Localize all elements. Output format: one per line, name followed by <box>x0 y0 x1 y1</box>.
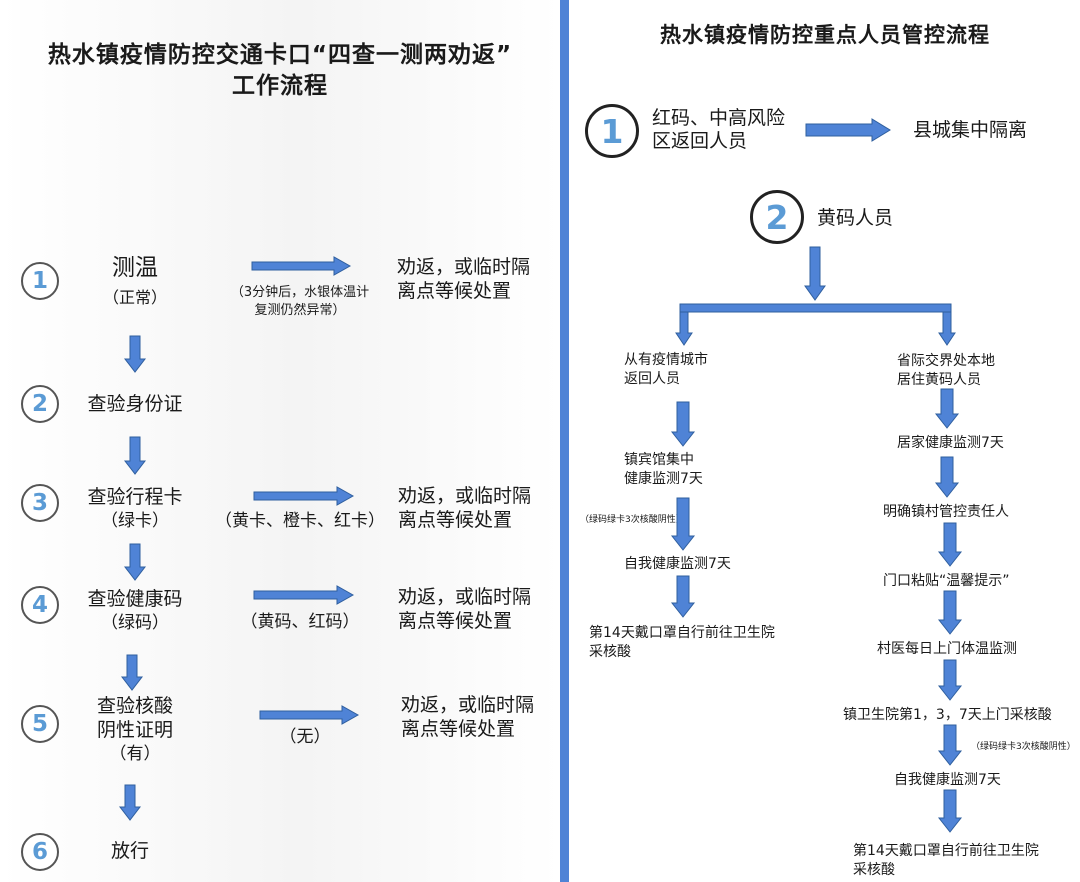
branch-bar <box>679 303 952 313</box>
branch-left-step3: 第14天戴口罩自行前往卫生院 采核酸 <box>589 624 775 662</box>
item-1-result: 县城集中隔离 <box>913 119 1028 141</box>
item-1-number: 1 <box>585 104 639 158</box>
branch-right-head: 省际交界处本地 居住黄码人员 <box>897 352 995 390</box>
branch-right-step7-line2: 采核酸 <box>853 862 895 878</box>
step-5-label: 查验核酸 <box>96 695 173 717</box>
right-title: 热水镇疫情防控重点人员管控流程 <box>660 23 990 47</box>
step-5-result-line1: 劝返，或临时隔 <box>401 694 535 716</box>
step-4-cond: （黄码、红码） <box>240 612 360 632</box>
down-arrow-left-3 <box>670 575 696 618</box>
center-divider <box>560 0 569 882</box>
branch-left-step1-line2: 健康监测7天 <box>624 471 703 487</box>
step-4-result: 劝返，或临时隔 离点等候处置 <box>398 585 531 633</box>
item-1-label: 红码、中高风险 区返回人员 <box>652 107 785 153</box>
item-2-label: 黄码人员 <box>817 207 894 229</box>
step-4-sub: （绿码） <box>101 613 169 633</box>
step-5-sub: （有） <box>109 744 161 764</box>
right-arrow-item1 <box>805 118 891 142</box>
down-arrow-right-1 <box>934 388 960 429</box>
step-3-cond: （黄卡、橙卡、红卡） <box>215 511 385 531</box>
branch-left-head: 从有疫情城市 返回人员 <box>624 351 708 389</box>
step-1-cond: （3分钟后，水银体温计 复测仍然异常） <box>210 284 390 320</box>
branch-left-head-line2: 返回人员 <box>624 371 680 387</box>
step-3-result: 劝返，或临时隔 离点等候处置 <box>398 484 531 532</box>
step-5-label2: 阴性证明 <box>96 719 173 741</box>
down-arrow-step3 <box>123 543 147 581</box>
branch-right-step5: 镇卫生院第1，3，7天上门采核酸 <box>843 707 1052 723</box>
down-arrow-right-4 <box>937 590 963 635</box>
step-6-label: 放行 <box>110 840 149 862</box>
branch-right-step4: 村医每日上门体温监测 <box>877 641 1017 657</box>
step-1-sub: （正常） <box>102 288 167 307</box>
step-3-result-line2: 离点等候处置 <box>398 509 513 531</box>
step-1-result-line1: 劝返，或临时隔 <box>397 256 531 278</box>
down-arrow-branch-left <box>675 311 693 346</box>
step-1-result: 劝返，或临时隔 离点等候处置 <box>397 255 530 303</box>
down-arrow-item2 <box>804 246 826 301</box>
down-arrow-right-3 <box>937 522 963 567</box>
branch-right-step1: 居家健康监测7天 <box>897 435 1004 451</box>
step-1-label: 测温 <box>112 255 158 281</box>
branch-left-step3-line2: 采核酸 <box>589 644 631 660</box>
step-5-number: 5 <box>21 705 59 743</box>
down-arrow-step4 <box>120 654 144 691</box>
right-arrow-step4 <box>253 585 355 605</box>
down-arrow-right-2 <box>934 456 960 498</box>
branch-right-step6: 自我健康监测7天 <box>894 772 1001 788</box>
item-1-label-line1: 红码、中高风险 <box>652 107 786 129</box>
step-4-number: 4 <box>21 586 59 624</box>
branch-right-step2: 明确镇村管控责任人 <box>883 504 1009 520</box>
down-arrow-right-7 <box>937 789 963 833</box>
step-4-result-line1: 劝返，或临时隔 <box>398 586 532 608</box>
down-arrow-right-6 <box>937 724 963 766</box>
right-arrow-step1 <box>251 256 352 276</box>
step-4-result-line2: 离点等候处置 <box>398 610 513 632</box>
down-arrow-step1 <box>123 335 147 373</box>
step-5-cond: （无） <box>279 727 331 747</box>
branch-left-note: （绿码绿卡3次核酸阴性） <box>580 515 685 525</box>
step-5-result: 劝返，或临时隔 离点等候处置 <box>401 693 534 741</box>
branch-right-head-line1: 省际交界处本地 <box>897 353 995 369</box>
step-1-cond-line1: （3分钟后，水银体温计 <box>230 285 370 300</box>
down-arrow-branch-right <box>938 311 956 346</box>
left-title-line1: 热水镇疫情防控交通卡口“四查一测两劝返” <box>47 42 513 68</box>
step-1-result-line2: 离点等候处置 <box>397 280 512 302</box>
down-arrow-step5 <box>118 784 142 821</box>
right-arrow-step3 <box>253 486 355 506</box>
step-1-number: 1 <box>21 262 59 300</box>
branch-left-step2: 自我健康监测7天 <box>624 556 731 572</box>
step-3-sub: （绿卡） <box>101 511 169 531</box>
down-arrow-right-5 <box>937 659 963 701</box>
branch-left-step1-line1: 镇宾馆集中 <box>624 452 694 468</box>
step-3-number: 3 <box>21 484 59 522</box>
step-1-cond-line2: 复测仍然异常） <box>254 303 346 318</box>
down-arrow-left-1 <box>670 401 696 447</box>
step-3-label: 查验行程卡 <box>87 486 183 508</box>
step-2-label: 查验身份证 <box>87 393 183 415</box>
step-6-number: 6 <box>21 833 59 871</box>
branch-left-head-line1: 从有疫情城市 <box>624 352 708 368</box>
left-title-line2: 工作流程 <box>232 73 328 99</box>
left-title: 热水镇疫情防控交通卡口“四查一测两劝返” 工作流程 <box>0 40 560 102</box>
branch-right-head-line2: 居住黄码人员 <box>897 372 981 388</box>
branch-right-step7-line1: 第14天戴口罩自行前往卫生院 <box>853 843 1039 859</box>
step-4-label: 查验健康码 <box>87 588 183 610</box>
branch-right-note: （绿码绿卡3次核酸阴性） <box>971 742 1076 752</box>
item-1-label-line2: 区返回人员 <box>652 130 748 152</box>
right-arrow-step5 <box>259 705 360 725</box>
branch-right-step7: 第14天戴口罩自行前往卫生院 采核酸 <box>853 842 1039 880</box>
branch-left-step3-line1: 第14天戴口罩自行前往卫生院 <box>589 625 775 641</box>
down-arrow-left-2 <box>670 497 696 551</box>
down-arrow-step2 <box>123 436 147 475</box>
step-2-number: 2 <box>21 385 59 423</box>
step-3-result-line1: 劝返，或临时隔 <box>398 485 532 507</box>
step-5-result-line2: 离点等候处置 <box>401 718 516 740</box>
branch-left-step1: 镇宾馆集中 健康监测7天 <box>624 451 703 489</box>
branch-right-step3: 门口粘贴“温馨提示” <box>883 573 1010 589</box>
item-2-number: 2 <box>750 190 804 244</box>
